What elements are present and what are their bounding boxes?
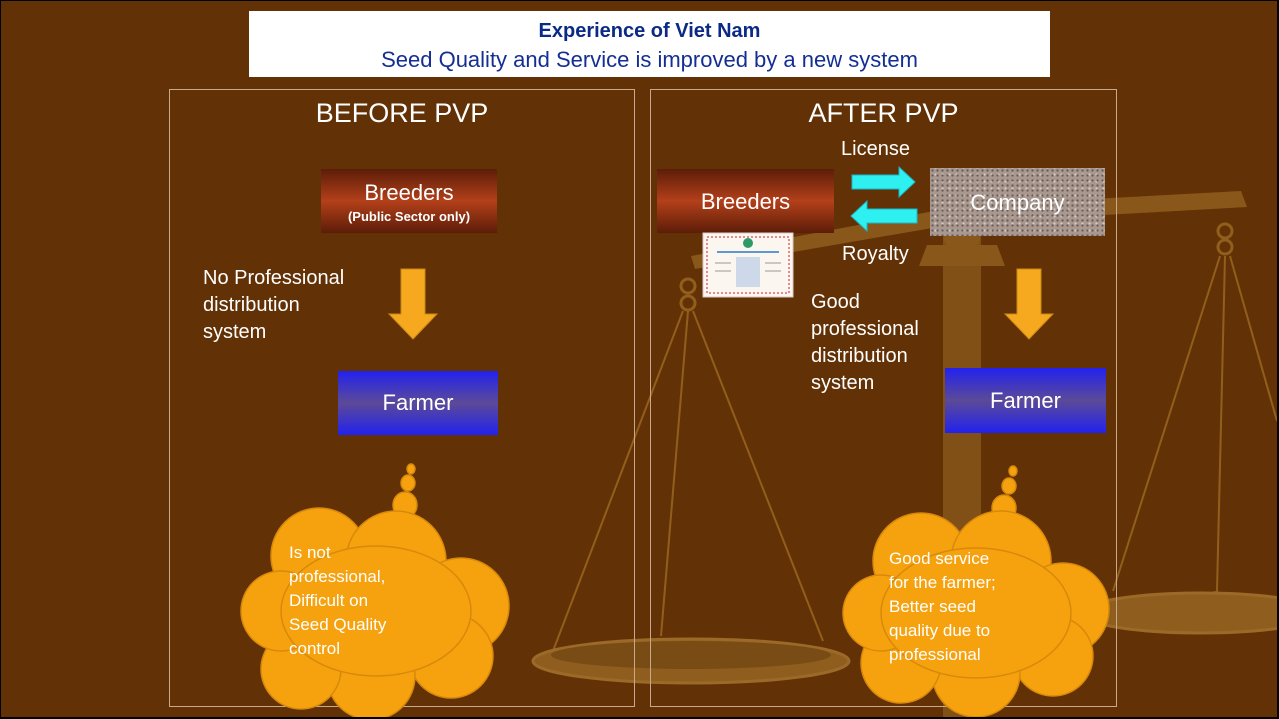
text-line: professional bbox=[889, 645, 981, 664]
before-pvp-heading: BEFORE PVP bbox=[315, 98, 489, 128]
slide-title: Experience of Viet Nam bbox=[538, 20, 761, 42]
after-distribution-text: Good professional distribution system bbox=[811, 289, 919, 397]
after-farmer-box: Farmer bbox=[945, 368, 1106, 433]
before-farmer-label: Farmer bbox=[382, 390, 454, 415]
text-line: distribution bbox=[203, 294, 300, 316]
text-line: Seed Quality bbox=[289, 615, 387, 634]
before-pvp-panel: BEFORE PVP bbox=[169, 89, 635, 707]
before-farmer-box: Farmer bbox=[338, 371, 498, 435]
after-breeders-box: Breeders bbox=[657, 169, 834, 233]
after-farmer-label: Farmer bbox=[990, 388, 1061, 413]
text-line: Good bbox=[811, 291, 860, 313]
text-line: for the farmer; bbox=[889, 573, 996, 592]
text-line: professional, bbox=[289, 567, 386, 586]
after-pvp-heading: AFTER PVP bbox=[808, 98, 959, 128]
company-box: Company bbox=[930, 168, 1105, 236]
after-cloud-text: Good service for the farmer; Better seed… bbox=[889, 547, 996, 667]
text-line: professional bbox=[811, 318, 919, 340]
license-label: License bbox=[841, 138, 910, 160]
slide-subtitle: Seed Quality and Service is improved by … bbox=[381, 47, 918, 72]
text-line: Difficult on bbox=[289, 591, 369, 610]
text-line: distribution bbox=[811, 345, 908, 367]
text-line: Good service bbox=[889, 549, 990, 568]
text-line: Is not bbox=[289, 543, 331, 562]
company-label: Company bbox=[970, 190, 1065, 215]
before-distribution-text: No Professional distribution system bbox=[203, 265, 344, 346]
text-line: control bbox=[289, 639, 341, 658]
before-cloud-text: Is not professional, Difficult on Seed Q… bbox=[289, 541, 386, 661]
text-line: quality due to bbox=[889, 621, 991, 640]
text-line: Better seed bbox=[889, 597, 976, 616]
after-pvp-panel: AFTER PVP bbox=[650, 89, 1117, 707]
text-line: system bbox=[811, 372, 875, 394]
title-box: Experience of Viet Nam Seed Quality and … bbox=[249, 11, 1050, 77]
before-breeders-label: Breeders bbox=[364, 180, 454, 205]
after-breeders-label: Breeders bbox=[700, 189, 791, 214]
before-breeders-box: Breeders (Public Sector only) bbox=[321, 169, 497, 233]
before-breeders-note: (Public Sector only) bbox=[347, 209, 471, 224]
text-line: No Professional bbox=[203, 267, 345, 289]
text-line: system bbox=[203, 321, 267, 343]
royalty-label: Royalty bbox=[842, 243, 909, 265]
